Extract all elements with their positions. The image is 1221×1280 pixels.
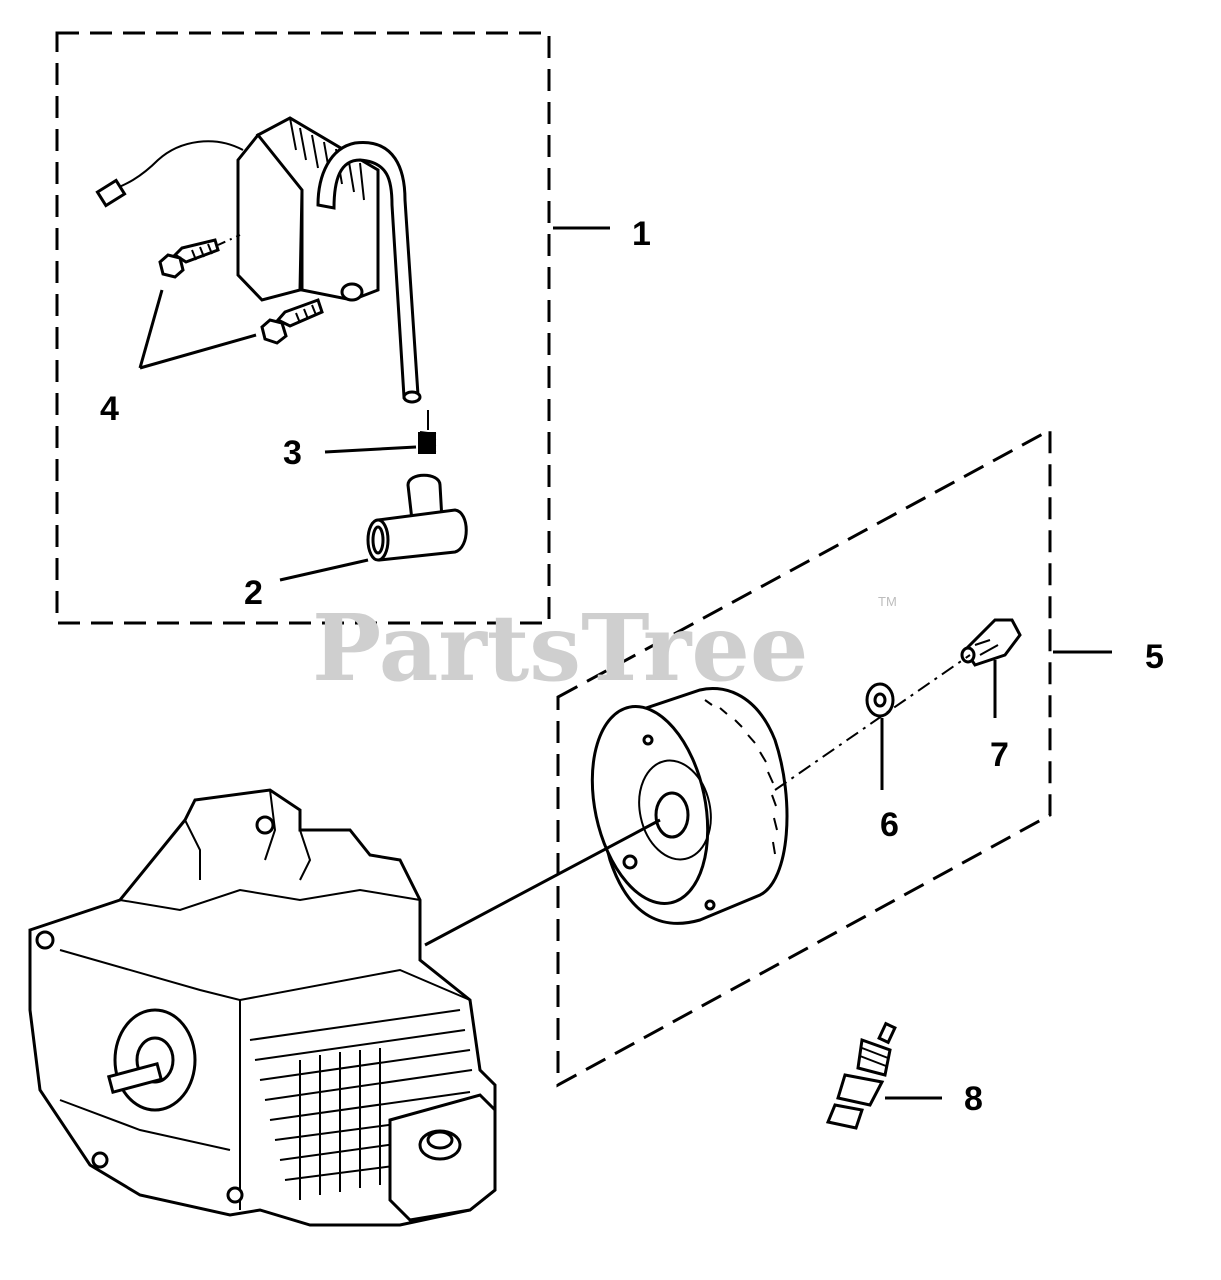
callout-8: 8: [964, 1080, 983, 1118]
callout-4: 4: [100, 390, 119, 428]
callout-1: 1: [632, 215, 651, 253]
axis-crankshaft: [424, 818, 661, 947]
axis-coil-screw: [217, 234, 241, 246]
watermark: PartsTree: [312, 594, 808, 702]
ignition-coil: [95, 116, 422, 404]
leader-3: [324, 445, 417, 454]
coil-screw-upper: [158, 238, 220, 279]
leader-4a: [138, 289, 164, 369]
spark-spring: [418, 410, 437, 454]
callout-5: 5: [1145, 638, 1164, 676]
flywheel-washer: [865, 682, 895, 718]
callout-7: 7: [990, 736, 1009, 774]
spark-plug-boot: [366, 473, 468, 562]
flywheel-nut: [960, 618, 1022, 667]
engine-block: [28, 788, 497, 1227]
callout-6: 6: [880, 806, 899, 844]
group-5-frame: [556, 427, 1052, 1088]
watermark-trademark: TM: [878, 594, 897, 609]
callout-3: 3: [283, 434, 302, 472]
group-1-frame: [55, 31, 551, 625]
callout-2: 2: [244, 574, 263, 612]
axis-flywheel: [774, 654, 971, 791]
leader-4b: [139, 333, 257, 370]
flywheel: [590, 686, 789, 925]
leader-2: [279, 558, 369, 582]
spark-plug: [825, 1021, 897, 1130]
coil-screw-lower: [260, 298, 324, 345]
